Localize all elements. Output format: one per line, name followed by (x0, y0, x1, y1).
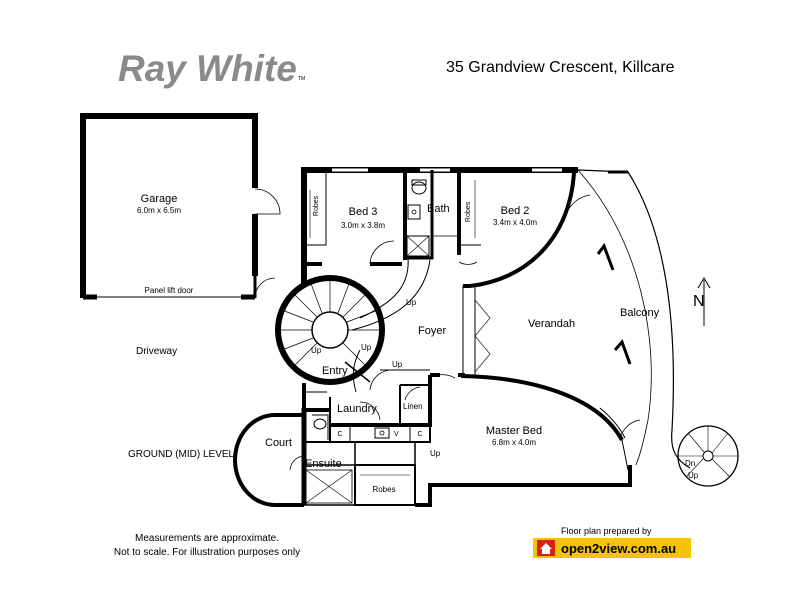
garage-walls (80, 113, 281, 300)
panel-lift-door-label: Panel lift door (145, 286, 194, 295)
bed3-label: Bed 3 (349, 206, 378, 218)
stair-up-spiral-left: Up (311, 346, 322, 355)
stair-up-spiral-right: Up (688, 471, 699, 480)
robes-bed2-label: Robes (465, 201, 472, 222)
house-icon (540, 543, 552, 554)
entry-label: Entry (322, 365, 348, 377)
driveway-label: Driveway (136, 346, 177, 357)
balcony-label: Balcony (620, 307, 660, 319)
open2view-badge: open2view.com.au (533, 538, 691, 558)
verandah-label: Verandah (528, 318, 575, 330)
bed3-size: 3.0m x 3.8m (341, 221, 385, 230)
stair-up-entry: Up (392, 360, 403, 369)
garage-size: 6.0m x 6.5m (137, 206, 181, 215)
robes-bed3-label: Robes (313, 195, 320, 216)
bath-label: Bath (427, 203, 450, 215)
prepared-by-label: Floor plan prepared by (561, 526, 652, 536)
cupboard-label-2: C (417, 431, 422, 438)
linen-label: Linen (403, 402, 423, 411)
disclaimer-line-2: Not to scale. For illustration purposes … (114, 547, 300, 558)
logo: Ray White (118, 48, 297, 89)
stair-up-master: Up (430, 449, 441, 458)
master-bed-size: 6.8m x 4.0m (492, 438, 536, 447)
level-label: GROUND (MID) LEVEL (128, 449, 235, 460)
robes-master-label: Robes (372, 485, 395, 494)
disclaimer-line-1: Measurements are approximate. (135, 533, 279, 544)
north-arrow-icon (697, 277, 711, 326)
cupboard-label-1: C (337, 431, 342, 438)
logo-trademark: TM (298, 76, 305, 82)
foyer-label: Foyer (418, 325, 446, 337)
bed2-size: 3.4m x 4.0m (493, 218, 537, 227)
stair-down-spiral-right: Dn (685, 459, 695, 468)
garage-label: Garage (141, 193, 178, 205)
north-label: N (693, 293, 705, 310)
laundry-label: Laundry (337, 403, 377, 415)
property-address: 35 Grandview Crescent, Killcare (446, 59, 675, 76)
house-walls (233, 167, 739, 507)
bed2-label: Bed 2 (501, 205, 530, 217)
vanity-label: V (394, 431, 399, 438)
master-bed-label: Master Bed (486, 425, 542, 437)
open2view-url: open2view.com.au (561, 541, 676, 556)
stair-up-spiral-center: Up (361, 343, 372, 352)
ensuite-label: Ensuite (305, 458, 342, 470)
fixtures (406, 179, 430, 257)
court-label: Court (265, 437, 292, 449)
stair-up-foyer: Up (406, 298, 417, 307)
